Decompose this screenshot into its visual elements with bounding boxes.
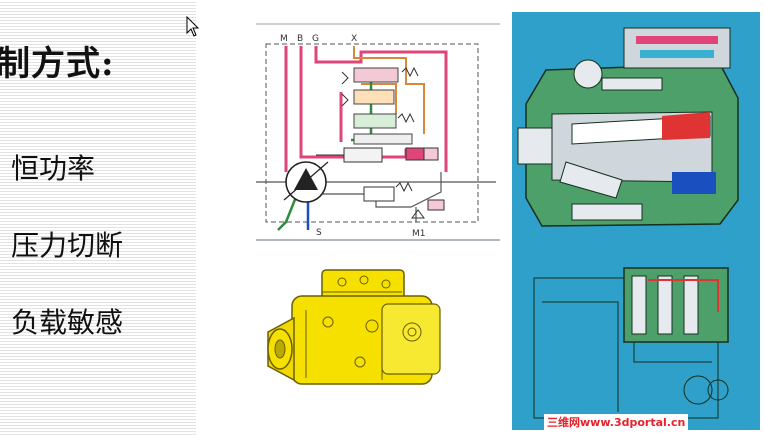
control-valve-section [533, 267, 729, 419]
hydraulic-pump-icon [283, 161, 329, 203]
control-line [353, 46, 425, 134]
mode-constant-power: 恒功率 [11, 152, 96, 185]
port-m1-label: M1 [412, 229, 426, 239]
pump-cross-section-panel [512, 12, 760, 430]
mode-pressure-cutoff: 压力切断 [11, 229, 124, 262]
port-m-label: M [280, 34, 288, 44]
servo-piston [316, 147, 439, 163]
main-housing-section [517, 27, 739, 227]
port-x-label: X [351, 34, 357, 44]
pump-cross-section-drawing [517, 27, 739, 419]
port-b-label: B [297, 34, 303, 44]
control-valve-stack [341, 66, 419, 145]
pump-3d-illustration [267, 269, 441, 385]
check-valve-icon [363, 181, 445, 219]
mode-load-sensing: 负载敏感 [11, 306, 124, 339]
site-watermark: 三维网www.3dportal.cn [544, 414, 689, 430]
port-s-label: S [316, 228, 322, 238]
port-g-label: G [312, 34, 319, 44]
hydraulic-schematic: M B G X S M1 [256, 23, 500, 241]
mouse-cursor-icon [186, 16, 200, 37]
control-modes-heading: 制方式: [0, 44, 115, 84]
spring-icon [401, 66, 419, 78]
slide-left-panel: 制方式: 恒功率 压力切断 负载敏感 [0, 0, 196, 435]
